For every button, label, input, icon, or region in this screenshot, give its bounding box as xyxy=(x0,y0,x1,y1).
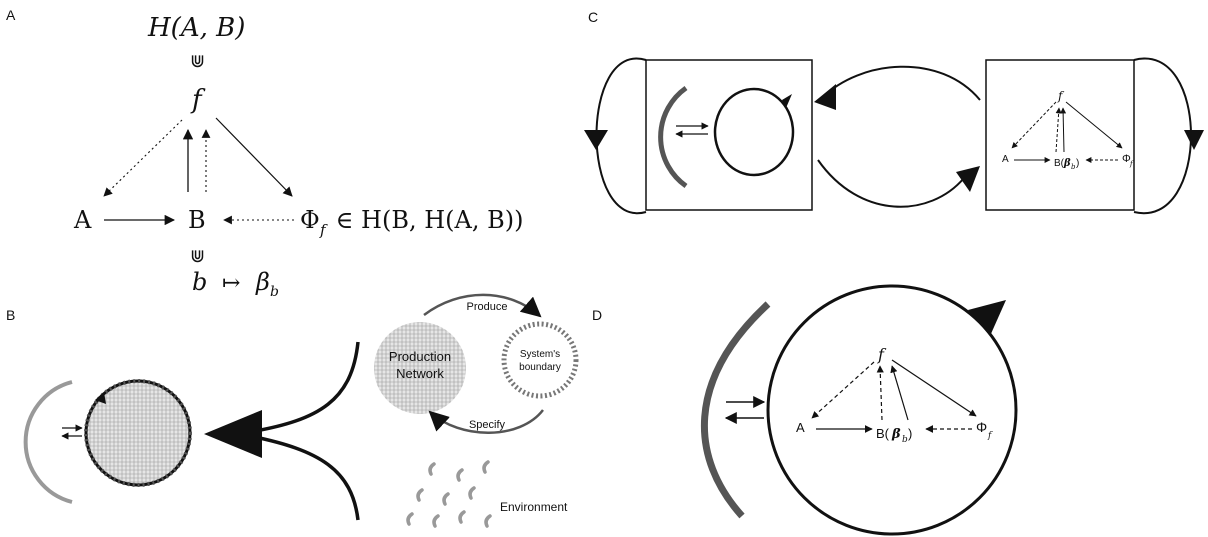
panel-d-f: f xyxy=(877,345,887,364)
panel-c-curve-bottom-arrowhead xyxy=(956,166,980,192)
panel-c-left-loop-arrowhead xyxy=(584,130,608,150)
panel-d-node-b-text: B( xyxy=(876,426,890,441)
panel-d-arrow-f-to-phi xyxy=(891,359,977,417)
panel-a-top-formula: H(A, B) xyxy=(147,13,245,43)
panel-b-environment-label: Environment xyxy=(500,500,568,514)
panel-a-bottom-b: b xyxy=(192,268,207,296)
panel-a-label: A xyxy=(6,7,16,23)
panel-c-arrow-b-to-f-dashed xyxy=(1055,107,1062,153)
panel-b-label: B xyxy=(6,307,15,323)
panel-d-phi-sub: f xyxy=(987,431,993,441)
panel-c-membrane-arc xyxy=(658,85,688,189)
panel-c-phi: Φ xyxy=(1122,153,1131,165)
panel-b-produce-label: Produce xyxy=(467,301,508,313)
panel-c-beta-sub: b xyxy=(1071,163,1076,171)
panel-b-big-arrowhead xyxy=(204,410,262,458)
panel-b-membrane-arc xyxy=(23,380,73,504)
panel-d-beta: β xyxy=(891,427,901,442)
panel-b-specify-arrow xyxy=(428,409,544,434)
panel-c-curve-bottom xyxy=(817,159,965,208)
panel-a: A H(A, B) ⋓ f A B Φ f ∈ H(B, H(A, B)) ⋓ … xyxy=(6,7,523,300)
panel-a-bottom-beta-sub: b xyxy=(270,284,279,300)
panel-b-boundary-line2: boundary xyxy=(519,362,561,373)
panel-d-label: D xyxy=(592,307,602,323)
panel-b-cell-arrow xyxy=(95,392,106,404)
panel-a-phi-sub: f xyxy=(319,221,328,239)
panel-b-curve-top xyxy=(249,341,360,434)
panel-d-phi: Φ xyxy=(976,419,987,435)
panel-a-phi: Φ xyxy=(300,206,320,234)
panel-a-node-b: B xyxy=(188,206,206,234)
panel-a-f: f xyxy=(190,85,206,115)
panel-c-close: ) xyxy=(1076,158,1079,169)
panel-b: B Production Network System's boundary P… xyxy=(6,293,579,528)
panel-d-close: ) xyxy=(908,426,912,441)
panel-b-produce-arrow xyxy=(423,293,542,318)
panel-c-right-box xyxy=(985,59,1135,211)
panel-b-production-line1: Production xyxy=(389,349,451,364)
panel-c-right-loop xyxy=(1133,57,1192,215)
panel-c-arrow-b-to-f xyxy=(1060,107,1067,153)
panel-b-curve-bottom xyxy=(249,434,360,521)
panel-d-arrow-f-to-a xyxy=(811,361,875,419)
panel-c-phi-sub: f xyxy=(1129,160,1134,168)
panel-c-node-a: A xyxy=(1002,154,1009,165)
panel-a-subset-bottom: ⋓ xyxy=(190,246,205,267)
panel-c-cycle-arrow xyxy=(782,94,792,108)
panel-c-left-box xyxy=(645,59,813,211)
panel-d-node-a: A xyxy=(796,420,805,435)
panel-c-node-b-text: B( xyxy=(1054,158,1065,169)
panel-d-big-circle xyxy=(766,284,1018,536)
panel-b-production-network xyxy=(374,322,466,414)
panel-c-f: f xyxy=(1057,89,1065,103)
panel-c-arrow-f-to-phi xyxy=(1065,101,1123,149)
panel-b-production-line2: Network xyxy=(396,366,444,381)
panel-b-environment-particles xyxy=(406,460,492,528)
panel-c-node-b: B( β b ) xyxy=(1054,158,1079,171)
panel-c-curve-top xyxy=(821,65,981,101)
panel-b-specify-label: Specify xyxy=(469,419,506,431)
panel-a-subset-top: ⋓ xyxy=(190,51,205,72)
panel-d-membrane-arc xyxy=(700,301,771,519)
panel-c-beta: β xyxy=(1063,158,1071,169)
panel-c-arrow-f-to-a xyxy=(1011,101,1057,149)
arrow-f-to-phi xyxy=(215,117,293,197)
panel-d-beta-sub: b xyxy=(902,435,908,445)
panel-b-boundary-line1: System's xyxy=(520,349,560,360)
panel-c: C f A B( β b ) Φ f xyxy=(584,9,1204,215)
panel-b-system-boundary xyxy=(501,321,579,399)
panel-c-cycle xyxy=(713,87,795,177)
panel-a-phi-formula: Φ f ∈ H(B, H(A, B)) xyxy=(300,206,523,239)
panel-d-cycle-arrowhead xyxy=(968,300,1006,336)
panel-d-arrow-b-to-f xyxy=(890,365,909,421)
arrow-f-to-a-dotted xyxy=(103,119,183,197)
panel-d-arrow-b-to-f-dashed xyxy=(876,365,884,421)
panel-c-label: C xyxy=(588,9,598,25)
panel-d: D f A B( β b ) Φ f xyxy=(592,284,1018,536)
panel-c-curve-top-arrowhead xyxy=(814,84,836,110)
panel-c-right-loop-arrowhead xyxy=(1184,130,1204,150)
panel-a-node-a: A xyxy=(73,206,92,234)
panel-b-cell-boundary xyxy=(84,379,192,487)
panel-d-phi-group: Φ f xyxy=(976,419,993,441)
panel-a-bottom-formula: b ↦ β b xyxy=(192,268,279,300)
panel-c-phi-group: Φ f xyxy=(1122,153,1134,168)
panel-a-phi-rest: ∈ H(B, H(A, B)) xyxy=(328,206,523,234)
panel-d-node-b: B( β b ) xyxy=(876,426,912,445)
panel-a-bottom-beta: β xyxy=(255,268,270,296)
panel-a-bottom-map: ↦ xyxy=(222,271,240,296)
